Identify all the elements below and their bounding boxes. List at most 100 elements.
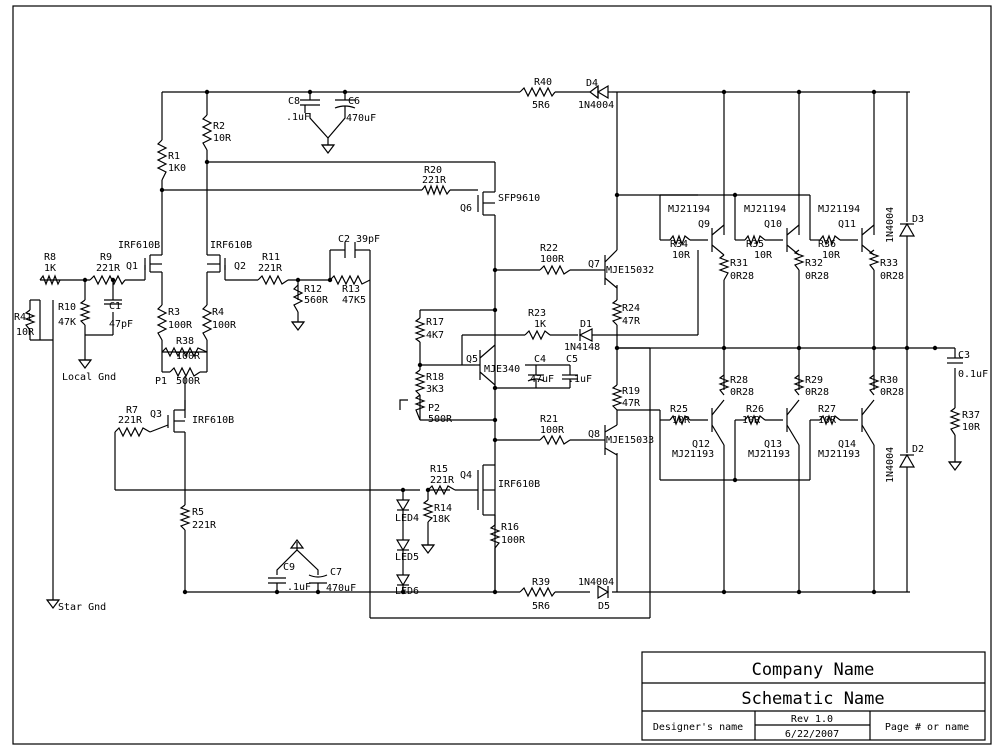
label-r38: R38	[176, 336, 194, 347]
r30-symbol	[868, 374, 880, 396]
label-r34-value: 10R	[672, 250, 691, 261]
label-r34: R34	[670, 239, 688, 250]
label-q5: Q5	[466, 354, 478, 365]
r23-symbol	[524, 329, 551, 341]
revision: Rev 1.0	[791, 714, 833, 725]
label-r23: R23	[528, 308, 546, 319]
label-c1: C1	[109, 301, 121, 312]
label-r11-value: 221R	[258, 263, 283, 274]
r27-symbol	[819, 414, 841, 426]
sheet-border	[12, 5, 992, 745]
r17-symbol	[414, 317, 426, 343]
label-r28: R28	[730, 375, 748, 386]
label-r37-value: 10R	[962, 422, 981, 433]
label-c2: C2	[338, 234, 350, 245]
q1-symbol	[144, 254, 162, 273]
label-r33: R33	[880, 258, 898, 269]
r33-symbol	[868, 249, 880, 271]
label-r26-value: 10R	[742, 415, 761, 426]
label-r3-value: 100R	[168, 320, 193, 331]
r2-symbol	[201, 114, 213, 151]
d2-symbol	[898, 453, 916, 468]
company-name: Company Name	[752, 660, 875, 680]
label-q2: Q2	[234, 261, 246, 272]
label-c6-value: 470uF	[346, 113, 376, 124]
grounds	[46, 144, 962, 609]
r1-symbol	[156, 139, 168, 181]
r34-symbol	[669, 234, 691, 246]
label-c3-value: 0.1uF	[958, 369, 988, 380]
label-q6-value: SFP9610	[498, 193, 540, 204]
led5-symbol	[395, 539, 411, 552]
label-c6: C6	[348, 96, 360, 107]
label-p1: P1	[155, 376, 167, 387]
title-block: Company Name Schematic Name Designer's n…	[641, 651, 986, 741]
label-c8: C8	[288, 96, 300, 107]
label-r17-value: 4K7	[426, 330, 444, 341]
label-r39: R39	[532, 577, 550, 588]
q6-symbol	[477, 191, 495, 216]
label-q11: Q11	[838, 219, 856, 230]
r22-symbol	[539, 264, 571, 276]
label-r18: R18	[426, 372, 444, 383]
label-r40: R40	[534, 77, 552, 88]
label-p2: P2	[428, 403, 440, 414]
label-q4-value: IRF610B	[498, 479, 540, 490]
label-r13: R13	[342, 284, 360, 295]
label-r22-value: 100R	[540, 254, 565, 265]
label-r41: R41	[14, 312, 32, 323]
r7-symbol	[114, 426, 151, 438]
label-r16-value: 100R	[501, 535, 526, 546]
label-q7: Q7	[588, 259, 600, 270]
designer-name: Designer's name	[653, 722, 743, 733]
r24-symbol	[611, 299, 623, 326]
label-r9-value: 221R	[96, 263, 121, 274]
label-d3: D3	[912, 214, 924, 225]
r25-symbol	[669, 414, 691, 426]
label-r41-value: 10R	[16, 327, 35, 338]
label-r21: R21	[540, 414, 558, 425]
r12-symbol	[292, 284, 304, 313]
label-c7: C7	[330, 567, 342, 578]
label-star-gnd: Star Gnd	[58, 602, 106, 613]
r14-symbol	[422, 499, 434, 523]
page-name: Page # or name	[885, 722, 969, 733]
label-r30: R30	[880, 375, 898, 386]
label-c8-value: .1uF	[286, 112, 310, 123]
label-r36: R36	[818, 239, 836, 250]
label-c5: C5	[566, 354, 578, 365]
label-r40-value: 5R6	[532, 100, 550, 111]
label-p1-value: 500R	[176, 376, 201, 387]
label-r5-value: 221R	[192, 520, 217, 531]
label-r7-value: 221R	[118, 415, 143, 426]
label-r13-value: 47K5	[342, 295, 366, 306]
label-q14: Q14	[838, 439, 856, 450]
q3-symbol	[167, 395, 186, 433]
label-d2-value: 1N4004	[885, 447, 896, 483]
label-d5-value: 1N4004	[578, 577, 614, 588]
junctions	[82, 89, 938, 595]
label-led4: LED4	[395, 513, 419, 524]
r39-symbol	[519, 586, 556, 598]
q12-symbol	[711, 399, 725, 446]
r13-symbol	[329, 274, 371, 286]
label-c7-value: 470uF	[326, 583, 356, 594]
r3-symbol	[156, 304, 168, 341]
r4-symbol	[201, 304, 213, 341]
label-r29-value: 0R28	[805, 387, 829, 398]
r36-symbol	[819, 234, 841, 246]
r28-symbol	[718, 374, 730, 396]
r31-symbol	[718, 254, 730, 281]
label-q1: Q1	[126, 261, 138, 272]
label-q9-value: MJ21194	[668, 204, 710, 215]
label-r8-value: 1K	[44, 263, 56, 274]
resistors	[24, 86, 961, 598]
label-r28-value: 0R28	[730, 387, 754, 398]
label-r2: R2	[213, 121, 225, 132]
label-q13-value: MJ21193	[748, 449, 790, 460]
capacitors	[104, 99, 963, 584]
label-r24-value: 47R	[622, 316, 641, 327]
label-r35-value: 10R	[754, 250, 773, 261]
label-r11: R11	[262, 252, 280, 263]
